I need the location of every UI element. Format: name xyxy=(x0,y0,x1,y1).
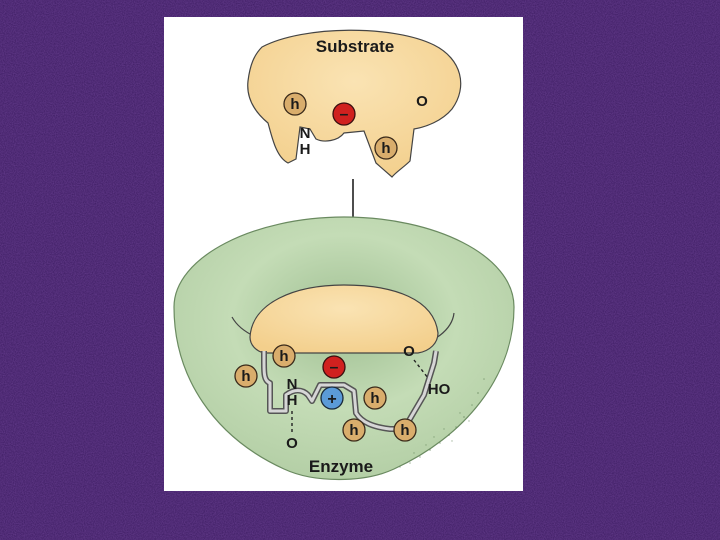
hydrogen-label: H xyxy=(287,392,298,409)
hydrophobic-group-icon xyxy=(283,92,307,116)
enzyme-shading xyxy=(399,378,485,468)
hydrophobic-label: h xyxy=(279,348,288,365)
hydrophobic-label: h xyxy=(400,422,409,439)
hydrophobic-group-icon xyxy=(272,344,296,368)
substrate-body xyxy=(247,29,462,178)
substrate-enzyme-diagram: Substrate h – O N H h xyxy=(173,29,515,481)
substrate-molecule: Substrate h – O N H h xyxy=(247,29,462,178)
hydrophobic-group-icon xyxy=(342,418,366,442)
negative-charge-icon xyxy=(322,355,346,379)
negative-charge-label: – xyxy=(330,359,339,376)
nitrogen-label: N xyxy=(287,376,298,393)
enzyme-label: Enzyme xyxy=(309,457,373,476)
figure-panel: Substrate h – O N H h xyxy=(164,17,523,491)
oxygen-label: O xyxy=(286,435,298,452)
hydrophobic-group-icon xyxy=(374,136,398,160)
hydrophobic-label: h xyxy=(241,368,250,385)
oxygen-label: O xyxy=(416,93,428,110)
negative-charge-icon xyxy=(332,102,356,126)
hydrophobic-label: h xyxy=(290,96,299,113)
hydrophobic-group-icon xyxy=(234,364,258,388)
hydrophobic-label: h xyxy=(381,140,390,157)
hydrogen-bond-line xyxy=(413,359,429,379)
negative-charge-label: – xyxy=(340,106,349,123)
hydroxyl-label: HO xyxy=(428,381,451,398)
oxygen-label: O xyxy=(403,343,415,360)
positive-charge-label: + xyxy=(327,391,336,408)
hydrogen-label: H xyxy=(300,141,311,158)
positive-charge-icon xyxy=(320,386,344,410)
substrate-label: Substrate xyxy=(316,37,394,56)
hydrophobic-label: h xyxy=(370,390,379,407)
enzyme-molecule: h h – + h h h O HO N H O Enzyme xyxy=(173,216,515,481)
hydrophobic-label: h xyxy=(349,422,358,439)
hydrophobic-group-icon xyxy=(363,386,387,410)
nitrogen-label: N xyxy=(300,125,311,142)
hydrophobic-group-icon xyxy=(393,418,417,442)
